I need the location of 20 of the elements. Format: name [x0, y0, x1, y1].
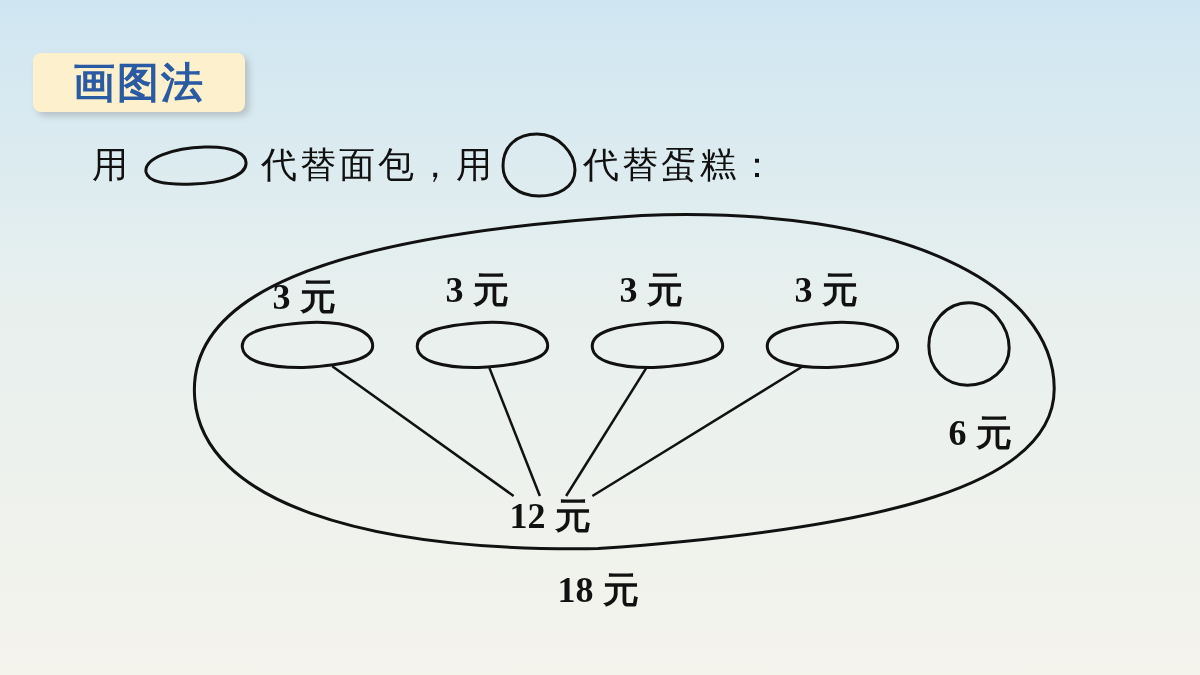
oval-outline	[416, 322, 549, 368]
connector-line	[331, 365, 515, 497]
price-label: 12 元	[509, 496, 591, 536]
price-label: 18 元	[557, 570, 639, 610]
connector-line	[565, 367, 648, 497]
instruction-text: 代替蛋糕：	[583, 147, 778, 183]
circle-outline	[928, 302, 1010, 386]
price-label: 3 元	[619, 270, 683, 310]
oval-outline	[241, 322, 374, 368]
instruction-text: 代替面包，用	[261, 147, 495, 183]
title-banner: 画图法	[33, 53, 245, 112]
price-label: 3 元	[445, 270, 509, 310]
connector-line	[488, 367, 542, 497]
instruction-text: 用	[92, 147, 131, 183]
oval-outline	[766, 322, 899, 368]
price-label: 3 元	[794, 270, 858, 310]
oval-outline	[591, 322, 724, 368]
price-label: 3 元	[272, 277, 336, 317]
connector-line	[591, 364, 805, 498]
price-label: 6 元	[948, 413, 1012, 453]
